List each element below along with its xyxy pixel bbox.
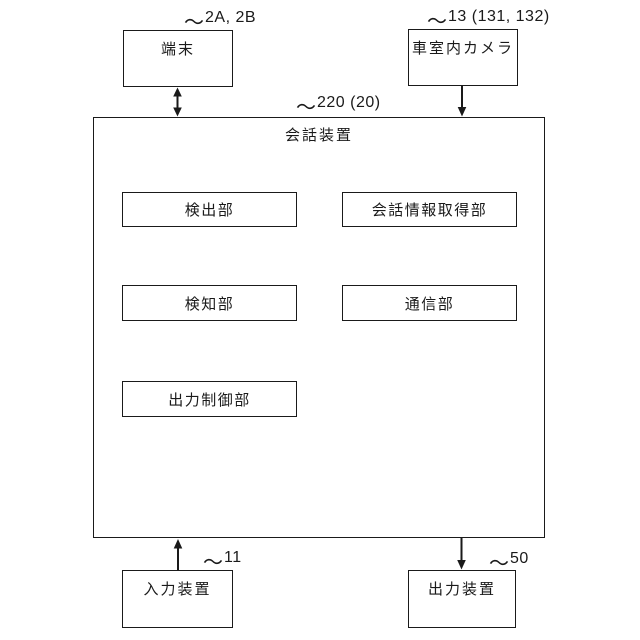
block-output-device: 出力装置 bbox=[408, 570, 516, 628]
reference-lead-squiggle: ～ bbox=[489, 553, 509, 575]
arrow-camera-to-device bbox=[457, 86, 467, 117]
ref-label-input-device: ～ 11 bbox=[203, 549, 242, 574]
block-input-device-label: 入力装置 bbox=[143, 581, 212, 598]
ref-label-device: ～ 220 (20) bbox=[296, 94, 381, 119]
ref-label-output-device: ～ 50 bbox=[489, 550, 529, 575]
block-camera-label: 車室内カメラ bbox=[411, 40, 514, 57]
block-detection-unit: 検出部 bbox=[122, 192, 297, 227]
block-terminal-label: 端末 bbox=[160, 41, 195, 58]
block-conversation-info-unit-label: 会話情報取得部 bbox=[371, 202, 488, 219]
block-communication-unit: 通信部 bbox=[342, 285, 517, 321]
block-communication-unit-label: 通信部 bbox=[404, 295, 455, 313]
block-output-device-label: 出力装置 bbox=[427, 581, 496, 598]
block-conversation-info-unit: 会話情報取得部 bbox=[342, 192, 517, 227]
reference-lead-squiggle: ～ bbox=[427, 11, 447, 33]
ref-label-camera: ～ 13 (131, 132) bbox=[427, 8, 550, 33]
arrow-input-to-device bbox=[173, 539, 183, 570]
ref-number-camera: 13 (131, 132) bbox=[448, 8, 550, 25]
ref-number-terminal: 2A, 2B bbox=[205, 9, 257, 26]
reference-lead-squiggle: ～ bbox=[184, 12, 204, 34]
block-sensing-unit: 検知部 bbox=[122, 285, 297, 321]
block-output-control-unit-label: 出力制御部 bbox=[168, 391, 251, 409]
ref-number-output-device: 50 bbox=[510, 550, 529, 567]
block-conversation-device-label: 会話装置 bbox=[284, 127, 353, 144]
block-output-control-unit: 出力制御部 bbox=[122, 381, 297, 417]
reference-lead-squiggle: ～ bbox=[296, 97, 316, 119]
block-sensing-unit-label: 検知部 bbox=[184, 295, 235, 313]
block-conversation-device: 会話装置 bbox=[93, 117, 545, 538]
block-detection-unit-label: 検出部 bbox=[184, 202, 235, 219]
ref-number-device: 220 (20) bbox=[317, 94, 381, 111]
block-camera: 車室内カメラ bbox=[408, 29, 518, 86]
block-terminal: 端末 bbox=[123, 30, 233, 87]
reference-lead-squiggle: ～ bbox=[203, 552, 223, 574]
block-input-device: 入力装置 bbox=[122, 570, 233, 628]
ref-number-input-device: 11 bbox=[224, 549, 242, 566]
arrow-device-to-output bbox=[457, 538, 466, 570]
ref-label-terminal: ～ 2A, 2B bbox=[184, 9, 257, 34]
arrow-terminal-device-bidirectional bbox=[173, 87, 182, 117]
